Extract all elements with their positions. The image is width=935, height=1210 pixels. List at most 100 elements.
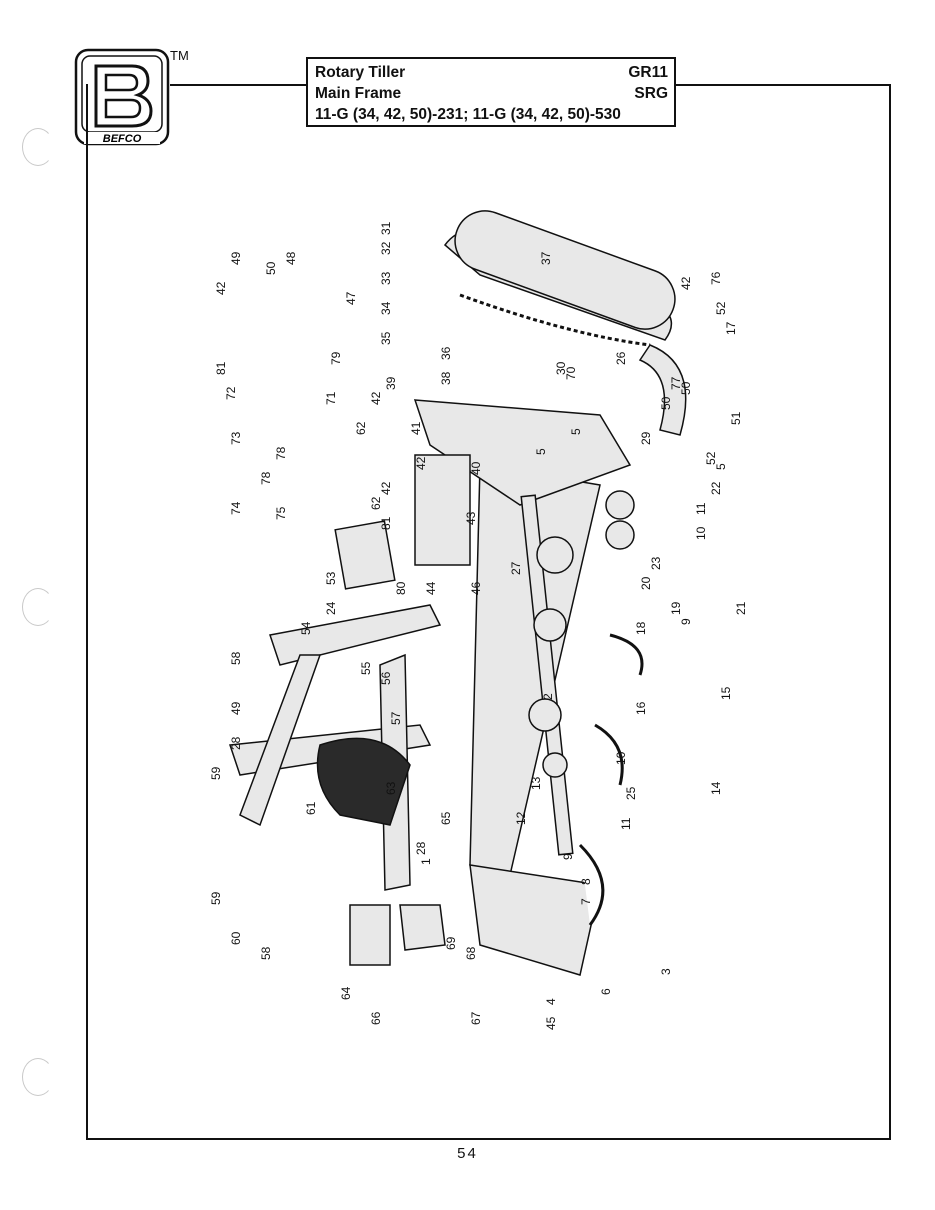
part-callout-50: 50: [659, 396, 673, 410]
part-callout-27: 27: [509, 561, 523, 575]
page-frame: [86, 84, 891, 1140]
part-callout-36: 36: [439, 346, 453, 360]
part-callout-54: 54: [299, 621, 313, 635]
lower-link-bracket: [399, 904, 446, 951]
part-callout-34: 34: [379, 301, 393, 315]
part-callout-70: 70: [564, 366, 578, 380]
frame-line: [170, 84, 307, 86]
part-callout-9: 9: [679, 618, 693, 625]
part-callout-30: 30: [554, 361, 568, 375]
logo-wordmark: BEFCO: [103, 133, 142, 145]
part-callout-66: 66: [369, 1011, 383, 1025]
part-callout-50: 50: [264, 261, 278, 275]
trademark-symbol: TM: [170, 48, 189, 63]
rotor-flange: [533, 608, 567, 642]
part-callout-47: 47: [344, 291, 358, 305]
part-callout-46: 46: [469, 581, 483, 595]
part-callout-60: 60: [229, 931, 243, 945]
punch-hole-middle: [22, 588, 54, 626]
part-callout-13: 13: [529, 776, 543, 790]
part-callout-62: 62: [369, 496, 383, 510]
part-callout-16: 16: [634, 701, 648, 715]
bearing: [542, 752, 568, 778]
part-callout-76: 76: [709, 271, 723, 285]
part-callout-11: 11: [694, 502, 708, 515]
part-callout-6: 6: [599, 988, 613, 995]
part-callout-2: 2: [541, 693, 555, 700]
part-callout-5: 5: [714, 463, 728, 470]
guard-plate: [334, 520, 396, 590]
part-callout-19: 19: [669, 601, 683, 615]
tiller-blade: [609, 633, 644, 676]
part-callout-4: 4: [544, 998, 558, 1005]
part-callout-49: 49: [229, 701, 243, 715]
side-plate-right: [413, 399, 632, 506]
part-callout-73: 73: [229, 431, 243, 445]
exploded-parts-diagram: 1 2 3 4 5 5 6 7 8 9 10 11 12 13 14 15 16…: [209, 210, 748, 1030]
part-callout-42: 42: [414, 456, 428, 470]
part-callout-58: 58: [259, 946, 273, 960]
gearbox-guard: [316, 737, 411, 826]
part-callout-10: 10: [694, 526, 708, 540]
part-callout-55: 55: [359, 661, 373, 675]
part-callout-17: 17: [724, 321, 738, 335]
part-callout-35: 35: [379, 331, 393, 345]
part-callout-32: 32: [379, 241, 393, 255]
hitch-upright: [239, 654, 322, 827]
befco-logo: BEFCO: [74, 48, 170, 146]
part-callout-42: 42: [679, 276, 693, 290]
skid-plate: [349, 904, 391, 966]
part-callout-42: 42: [214, 281, 228, 295]
bearing: [605, 490, 635, 520]
part-callout-61: 61: [304, 801, 318, 815]
hitch-frame: [269, 604, 442, 666]
title-section: Main Frame: [315, 85, 402, 102]
tiller-blade: [594, 723, 624, 786]
part-callout-20: 20: [639, 576, 653, 590]
part-callout-18: 18: [634, 621, 648, 635]
part-callout-74: 74: [229, 501, 243, 515]
drive-chain: [459, 293, 651, 347]
part-callout-14: 14: [709, 781, 723, 795]
part-callout-28: 28: [229, 736, 243, 750]
part-callout-9: 9: [561, 853, 575, 860]
part-callout-31: 31: [379, 221, 393, 235]
part-callout-72: 72: [224, 386, 238, 400]
part-callout-24: 24: [324, 601, 338, 615]
bearing: [605, 520, 635, 550]
part-callout-58: 58: [229, 651, 243, 665]
part-callout-38: 38: [439, 371, 453, 385]
part-callout-59: 59: [209, 766, 223, 780]
part-callout-79: 79: [329, 351, 343, 365]
part-callout-39: 39: [384, 376, 398, 390]
part-callout-77: 77: [669, 376, 683, 390]
skid-shoe: [638, 344, 687, 436]
part-callout-69: 69: [444, 936, 458, 950]
frame-line: [675, 84, 891, 86]
part-callout-68: 68: [464, 946, 478, 960]
title-product: Rotary Tiller: [315, 64, 406, 81]
part-callout-5: 5: [569, 428, 583, 435]
part-callout-33: 33: [379, 271, 393, 285]
part-callout-63: 63: [384, 781, 398, 795]
title-series: SRG: [634, 85, 668, 102]
part-callout-81: 81: [214, 361, 228, 375]
part-callout-3: 3: [659, 968, 673, 975]
part-callout-64: 64: [339, 986, 353, 1000]
part-callout-67: 67: [469, 1011, 483, 1025]
part-callout-12: 12: [514, 811, 528, 825]
part-callout-44: 44: [424, 581, 438, 595]
part-callout-7: 7: [579, 898, 593, 905]
part-callout-11: 11: [619, 817, 633, 830]
part-callout-5: 5: [534, 448, 548, 455]
part-callout-57: 57: [389, 711, 403, 725]
part-callout-25: 25: [624, 786, 638, 800]
side-plate-left: [469, 864, 601, 976]
part-callout-8: 8: [579, 878, 593, 885]
part-callout-78: 78: [274, 446, 288, 460]
rotor-flange: [528, 698, 562, 732]
part-callout-22: 22: [709, 481, 723, 495]
part-callout-59: 59: [209, 891, 223, 905]
part-callout-40: 40: [469, 461, 483, 475]
rotor-flange: [536, 536, 574, 574]
